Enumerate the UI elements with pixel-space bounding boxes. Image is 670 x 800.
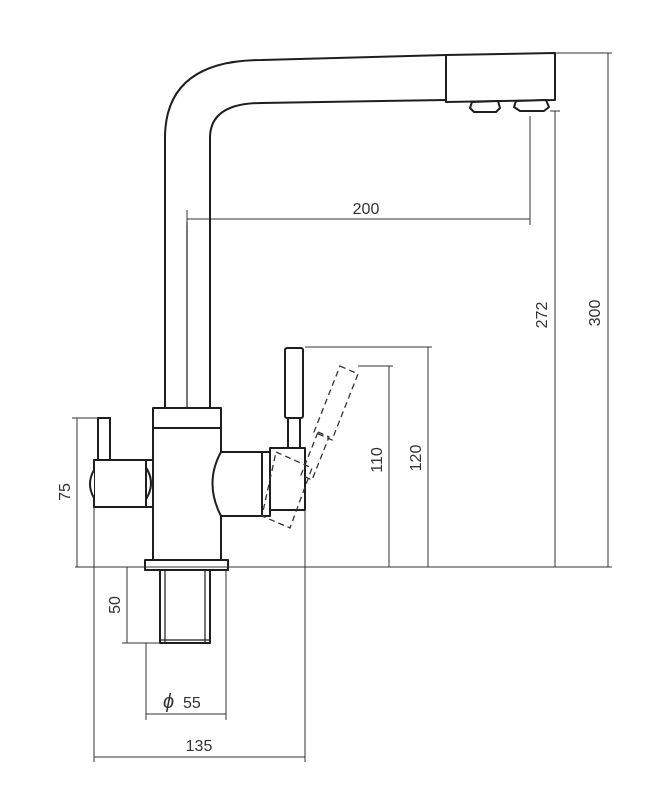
right-lever-grip bbox=[284, 347, 304, 419]
dim-75-label: 75 bbox=[57, 483, 74, 501]
mounting-shank bbox=[159, 569, 211, 644]
dashed-cartridge bbox=[261, 451, 313, 529]
aerator-left bbox=[469, 100, 501, 113]
mounting-flange bbox=[144, 559, 229, 571]
dim-272-label: 272 bbox=[534, 302, 551, 329]
dashed-lever-stem bbox=[300, 431, 330, 481]
main-body bbox=[152, 427, 222, 561]
dim-120-label: 120 bbox=[408, 445, 425, 472]
dim-55-diameter-symbol: ϕ bbox=[163, 691, 174, 713]
dim-55-label: 55 bbox=[183, 695, 201, 712]
left-handle-block bbox=[93, 459, 147, 508]
aerator-right bbox=[513, 99, 550, 112]
lever-alternate-position bbox=[261, 365, 359, 529]
spout-outer-outline bbox=[164, 54, 447, 408]
left-handle-lever bbox=[97, 417, 111, 461]
dim-50-label: 50 bbox=[107, 596, 124, 614]
spout-head bbox=[445, 52, 556, 103]
dim-300-label: 300 bbox=[587, 300, 604, 327]
spout-inner-outline bbox=[209, 99, 447, 408]
faucet-body-group bbox=[89, 52, 556, 644]
body-collar bbox=[152, 407, 222, 429]
left-handle-cap bbox=[89, 469, 95, 499]
dim-200-label: 200 bbox=[353, 201, 380, 218]
right-handle-joint bbox=[211, 451, 263, 517]
dim-135-label: 135 bbox=[186, 738, 213, 755]
right-lever-stem bbox=[287, 417, 301, 449]
dim-110-label: 110 bbox=[369, 447, 386, 473]
dimensions-group: 200 300 272 120 110 75 50 ϕ 55 bbox=[57, 52, 612, 762]
right-handle-block bbox=[261, 451, 271, 517]
dashed-lever-grip bbox=[313, 365, 359, 441]
